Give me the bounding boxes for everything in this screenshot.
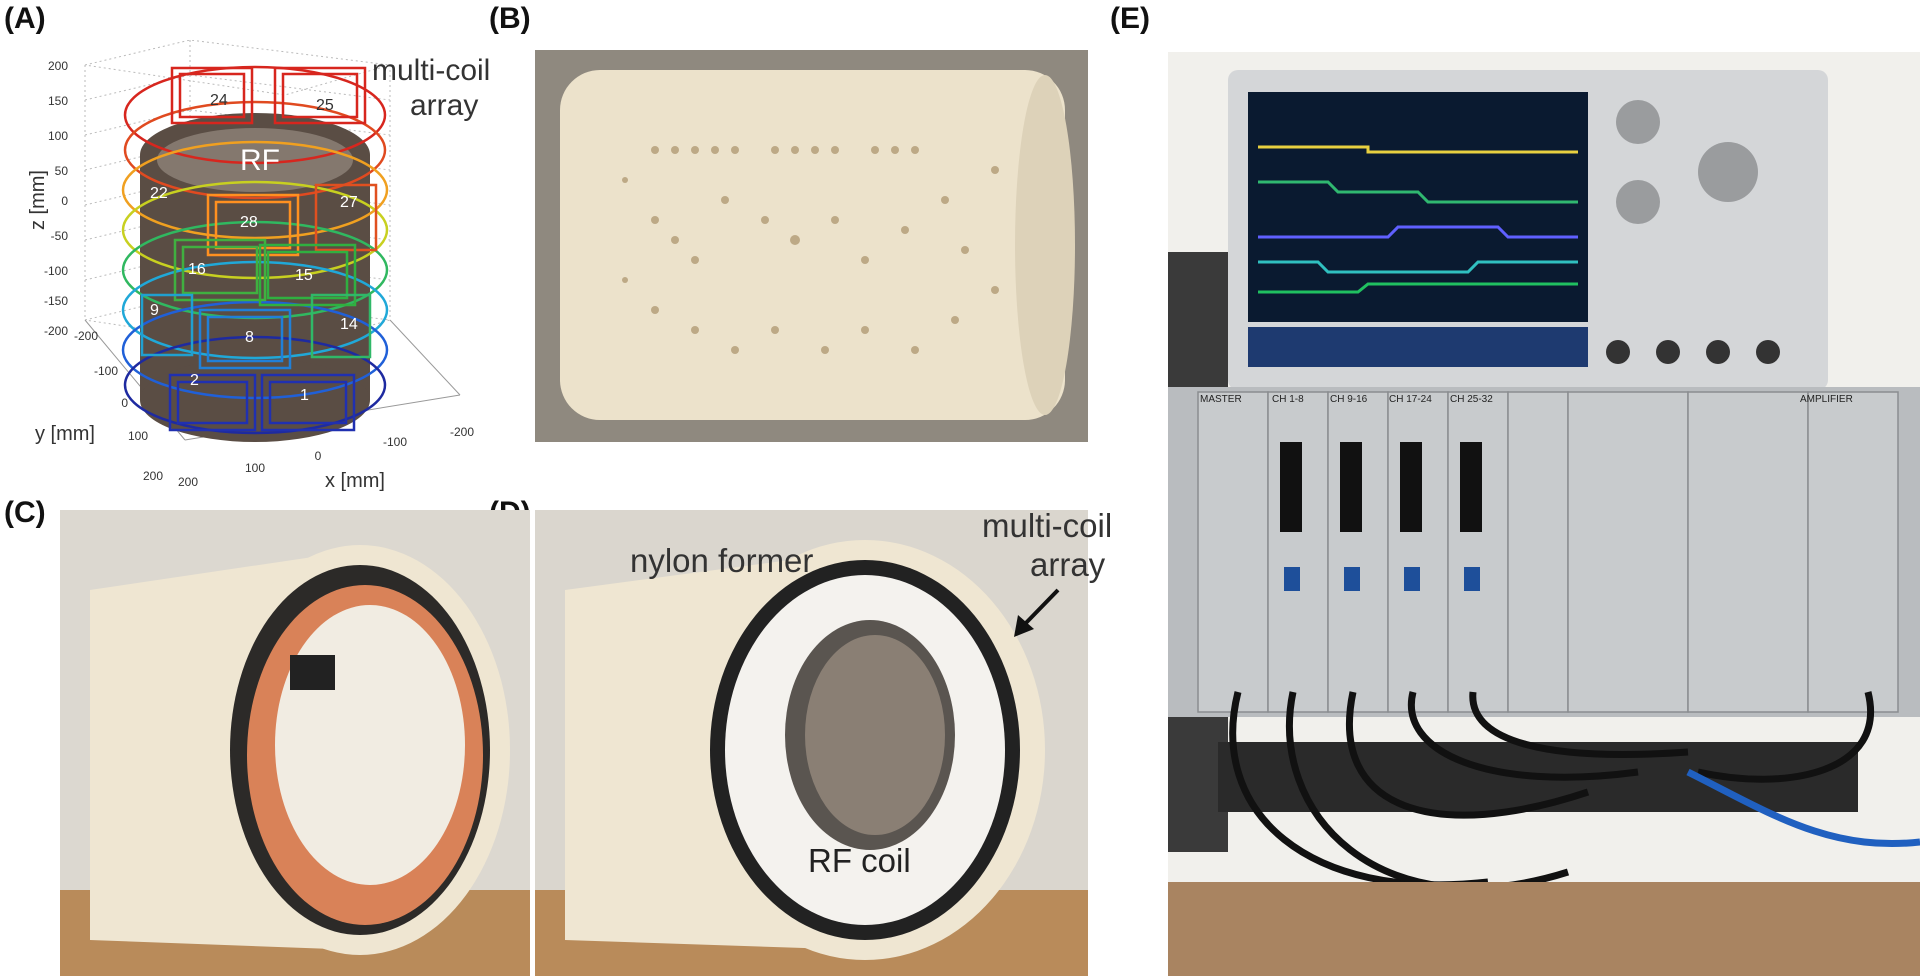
former-photo bbox=[535, 50, 1088, 442]
array-label-line1: multi-coil bbox=[372, 54, 490, 87]
coil-num-14: 14 bbox=[340, 316, 358, 333]
label-multi-coil-line2: array bbox=[1030, 546, 1106, 583]
z-tick: -200 bbox=[44, 324, 68, 338]
x-tick: 100 bbox=[245, 461, 265, 475]
label-multi-coil-line1: multi-coil bbox=[982, 507, 1113, 544]
coil-num-16: 16 bbox=[188, 261, 206, 278]
panel-label-e: (E) bbox=[1110, 2, 1150, 35]
coil-num-9: 9 bbox=[150, 302, 159, 319]
x-tick: 0 bbox=[315, 449, 322, 463]
array-label-line2: array bbox=[410, 89, 478, 122]
z-tick: -150 bbox=[44, 294, 68, 308]
coil-num-27: 27 bbox=[340, 194, 358, 211]
coil-num-28: 28 bbox=[240, 214, 258, 231]
z-tick: 100 bbox=[48, 129, 68, 143]
z-tick: 0 bbox=[61, 194, 68, 208]
y-tick: 100 bbox=[128, 429, 148, 443]
y-tick: -200 bbox=[74, 329, 98, 343]
coil-num-15: 15 bbox=[295, 267, 313, 284]
coil-rf-photo bbox=[535, 510, 1088, 976]
rf-label: RF bbox=[240, 144, 280, 177]
z-tick: 150 bbox=[48, 94, 68, 108]
x-axis-label: x [mm] bbox=[325, 470, 385, 492]
electronics-rack-photo bbox=[1168, 52, 1920, 976]
coil-array-photo bbox=[60, 510, 530, 976]
rack-label-ch25-32: CH 25-32 bbox=[1450, 394, 1493, 405]
coil-num-25: 25 bbox=[316, 97, 334, 114]
z-tick: 200 bbox=[48, 59, 68, 73]
panel-label-a: (A) bbox=[4, 2, 46, 35]
x-tick: -100 bbox=[383, 435, 407, 449]
z-tick: 50 bbox=[55, 164, 69, 178]
rack-label-amplifier: AMPLIFIER bbox=[1800, 394, 1853, 405]
z-tick: -50 bbox=[51, 229, 69, 243]
x-tick: 200 bbox=[178, 475, 198, 489]
coil-num-22: 22 bbox=[150, 185, 168, 202]
rack-label-ch9-16: CH 9-16 bbox=[1330, 394, 1368, 405]
coil-num-24: 24 bbox=[210, 92, 228, 109]
label-nylon-former: nylon former bbox=[630, 542, 814, 579]
y-tick: -100 bbox=[94, 364, 118, 378]
coil-num-2: 2 bbox=[190, 372, 199, 389]
panel-label-c: (C) bbox=[4, 496, 46, 529]
y-tick: 0 bbox=[121, 396, 128, 410]
rack-label-master: MASTER bbox=[1200, 394, 1242, 405]
coil-array-3d-plot: 24 25 22 27 28 16 15 9 8 14 2 1 RF multi… bbox=[27, 40, 490, 492]
x-tick: -200 bbox=[450, 425, 474, 439]
y-axis-label: y [mm] bbox=[35, 423, 95, 445]
coil-num-1: 1 bbox=[300, 387, 309, 404]
z-axis-label: z [mm] bbox=[27, 170, 49, 230]
panel-label-b: (B) bbox=[489, 2, 531, 35]
rack-label-ch17-24: CH 17-24 bbox=[1389, 394, 1432, 405]
y-tick: 200 bbox=[143, 469, 163, 483]
z-tick: -100 bbox=[44, 264, 68, 278]
rack-label-ch1-8: CH 1-8 bbox=[1272, 394, 1304, 405]
label-rf-coil: RF coil bbox=[808, 842, 911, 879]
arrow-icon bbox=[1014, 588, 1060, 637]
coil-num-8: 8 bbox=[245, 329, 254, 346]
